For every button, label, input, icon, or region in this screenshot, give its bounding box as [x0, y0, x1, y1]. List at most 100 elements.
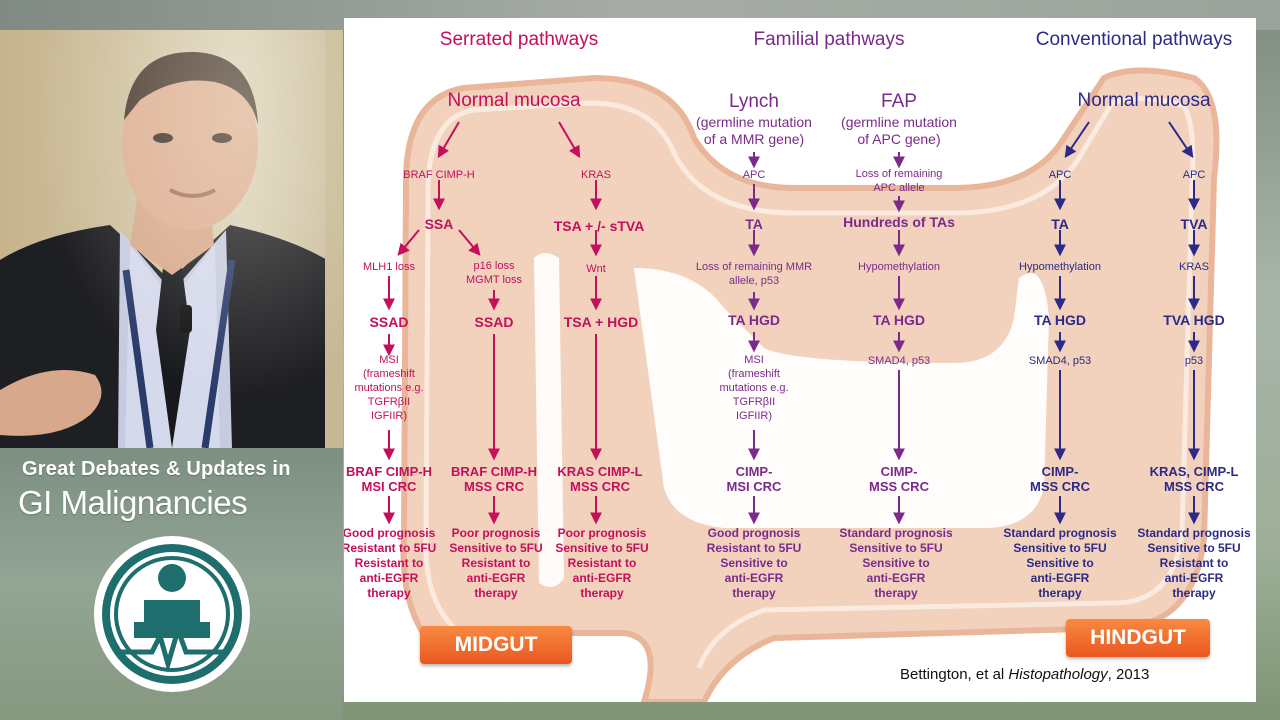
- conventional-smad4: SMAD4, p53: [1028, 355, 1092, 367]
- lynch-prognosis: Good prognosis Resistant to 5FU Sensitiv…: [700, 526, 808, 601]
- fap-loss-line: APC allele: [873, 182, 925, 194]
- serrated-braf-cimp-h: BRAF CIMP-H: [403, 169, 475, 181]
- serrated-outcome-left: BRAF CIMP-H MSI CRC: [344, 464, 434, 494]
- serrated-prognosis-right: Poor prognosis Sensitive to 5FU Resistan…: [550, 526, 654, 601]
- serrated-msi-block: MSI (frameshift mutations e.g. TGFRβII I…: [344, 353, 434, 423]
- prognosis-line: anti-EGFR: [572, 571, 632, 585]
- outcome-line: MSS CRC: [1164, 479, 1224, 494]
- conventional-normal-mucosa: Normal mucosa: [1077, 90, 1211, 111]
- citation-year: , 2013: [1107, 666, 1150, 683]
- conventional-kras: KRAS: [1179, 261, 1209, 273]
- fap-loss-line: Loss of remaining: [855, 168, 943, 180]
- outcome-line: MSS CRC: [869, 479, 929, 494]
- lynch-sub-line: of a MMR gene): [703, 131, 805, 147]
- lynch-msi-line: MSI: [744, 354, 764, 366]
- outcome-line: MSS CRC: [570, 479, 630, 494]
- prognosis-line: Sensitive to: [862, 556, 930, 570]
- outcome-line: CIMP-: [880, 464, 918, 479]
- fap-hundreds-tas: Hundreds of TAs: [843, 214, 955, 230]
- slide: Serrated pathways Familial pathways Conv…: [344, 18, 1256, 702]
- fap-outcome: CIMP- MSS CRC: [849, 464, 949, 494]
- prognosis-line: anti-EGFR: [359, 571, 419, 585]
- serrated-msi-line: (frameshift: [363, 368, 415, 380]
- prognosis-line: Resistant to: [1159, 556, 1229, 570]
- conventional-apc-left: APC: [1048, 169, 1072, 181]
- prognosis-line: therapy: [874, 586, 918, 600]
- colon-shape: [400, 67, 1220, 702]
- branding-subtitle: GI Malignancies: [18, 484, 248, 521]
- lynch-subtitle: (germline mutation of a MMR gene): [674, 114, 834, 148]
- outcome-line: CIMP-: [735, 464, 773, 479]
- outcome-line: KRAS CIMP-L: [557, 464, 643, 479]
- prognosis-line: anti-EGFR: [1030, 571, 1090, 585]
- outcome-line: BRAF CIMP-H: [346, 464, 432, 479]
- lynch-ta-hgd: TA HGD: [727, 312, 781, 328]
- serrated-prognosis-left: Good prognosis Resistant to 5FU Resistan…: [344, 526, 439, 601]
- prognosis-line: Sensitive to 5FU: [449, 541, 543, 555]
- prognosis-line: anti-EGFR: [724, 571, 784, 585]
- serrated-outcome-mid: BRAF CIMP-H MSS CRC: [444, 464, 544, 494]
- prognosis-line: therapy: [367, 586, 411, 600]
- lynch-loss-line: allele, p53: [728, 275, 780, 287]
- outcome-line: MSS CRC: [1030, 479, 1090, 494]
- p16-line: MGMT loss: [465, 274, 523, 286]
- conventional-prognosis-left: Standard prognosis Sensitive to 5FU Sens…: [998, 526, 1122, 601]
- prognosis-line: Sensitive to 5FU: [1147, 541, 1241, 555]
- fap-subtitle: (germline mutation of APC gene): [819, 114, 979, 148]
- lynch-msi-line: mutations e.g.: [719, 382, 789, 394]
- serrated-wnt: Wnt: [586, 263, 606, 275]
- prognosis-line: Poor prognosis: [557, 526, 647, 540]
- midgut-label: MIDGUT: [420, 626, 572, 664]
- serrated-tsa-hgd: TSA + HGD: [563, 314, 639, 330]
- fap-ta-hgd: TA HGD: [872, 312, 926, 328]
- serrated-mlh1-loss: MLH1 loss: [363, 261, 415, 273]
- speaker-figure: [0, 30, 343, 448]
- lynch-loss-mmr: Loss of remaining MMR allele, p53: [679, 260, 829, 288]
- p16-line: p16 loss: [473, 260, 515, 272]
- branding-title: Great Debates & Updates in: [22, 458, 291, 480]
- conventional-prognosis-right: Standard prognosis Sensitive to 5FU Resi…: [1132, 526, 1256, 601]
- prognosis-line: therapy: [474, 586, 518, 600]
- prognosis-line: Sensitive to: [1026, 556, 1094, 570]
- lynch-ta: TA: [745, 216, 763, 232]
- lynch-msi-line: TGFRβII: [732, 396, 776, 408]
- prognosis-line: Good prognosis: [344, 526, 436, 540]
- lynch-msi-line: (frameshift: [728, 368, 780, 380]
- lynch-apc: APC: [742, 169, 766, 181]
- outcome-line: MSI CRC: [361, 479, 417, 494]
- fap-title: FAP: [881, 91, 917, 112]
- serrated-outcome-right: KRAS CIMP-L MSS CRC: [548, 464, 652, 494]
- serrated-arrows: [383, 121, 602, 525]
- conventional-apc-right: APC: [1182, 169, 1206, 181]
- serrated-msi-line: TGFRβII: [367, 396, 411, 408]
- serrated-msi-line: IGFIIR): [370, 410, 408, 422]
- prognosis-line: Resistant to 5FU: [344, 541, 437, 555]
- conventional-ta: TA: [1051, 216, 1069, 232]
- serrated-kras: KRAS: [581, 169, 611, 181]
- prognosis-line: anti-EGFR: [1164, 571, 1224, 585]
- lynch-msi-block: MSI (frameshift mutations e.g. TGFRβII I…: [709, 353, 799, 423]
- serrated-ssad-left: SSAD: [369, 314, 409, 330]
- fap-prognosis: Standard prognosis Sensitive to 5FU Sens…: [834, 526, 958, 601]
- prognosis-line: therapy: [580, 586, 624, 600]
- lynch-outcome: CIMP- MSI CRC: [704, 464, 804, 494]
- serrated-msi-line: MSI: [379, 354, 399, 366]
- prognosis-line: Resistant to: [461, 556, 531, 570]
- prognosis-line: Resistant to 5FU: [706, 541, 802, 555]
- outcome-line: BRAF CIMP-H: [451, 464, 537, 479]
- conventional-arrows: [1054, 121, 1200, 525]
- outcome-line: KRAS, CIMP-L: [1149, 464, 1239, 479]
- serrated-msi-line: mutations e.g.: [354, 382, 424, 394]
- prognosis-line: anti-EGFR: [866, 571, 926, 585]
- outcome-line: MSS CRC: [464, 479, 524, 494]
- prognosis-line: Good prognosis: [707, 526, 801, 540]
- serrated-ssa: SSA: [424, 216, 454, 232]
- citation-authors: Bettington, et al: [900, 666, 1009, 683]
- serrated-p16-block: p16 loss MGMT loss: [449, 259, 539, 287]
- prognosis-line: Sensitive to 5FU: [555, 541, 649, 555]
- prognosis-line: Standard prognosis: [1137, 526, 1251, 540]
- citation-journal: Histopathology: [1008, 666, 1108, 683]
- serrated-ssad-mid: SSAD: [474, 314, 514, 330]
- lynch-title: Lynch: [729, 91, 779, 112]
- prognosis-line: Sensitive to 5FU: [1013, 541, 1107, 555]
